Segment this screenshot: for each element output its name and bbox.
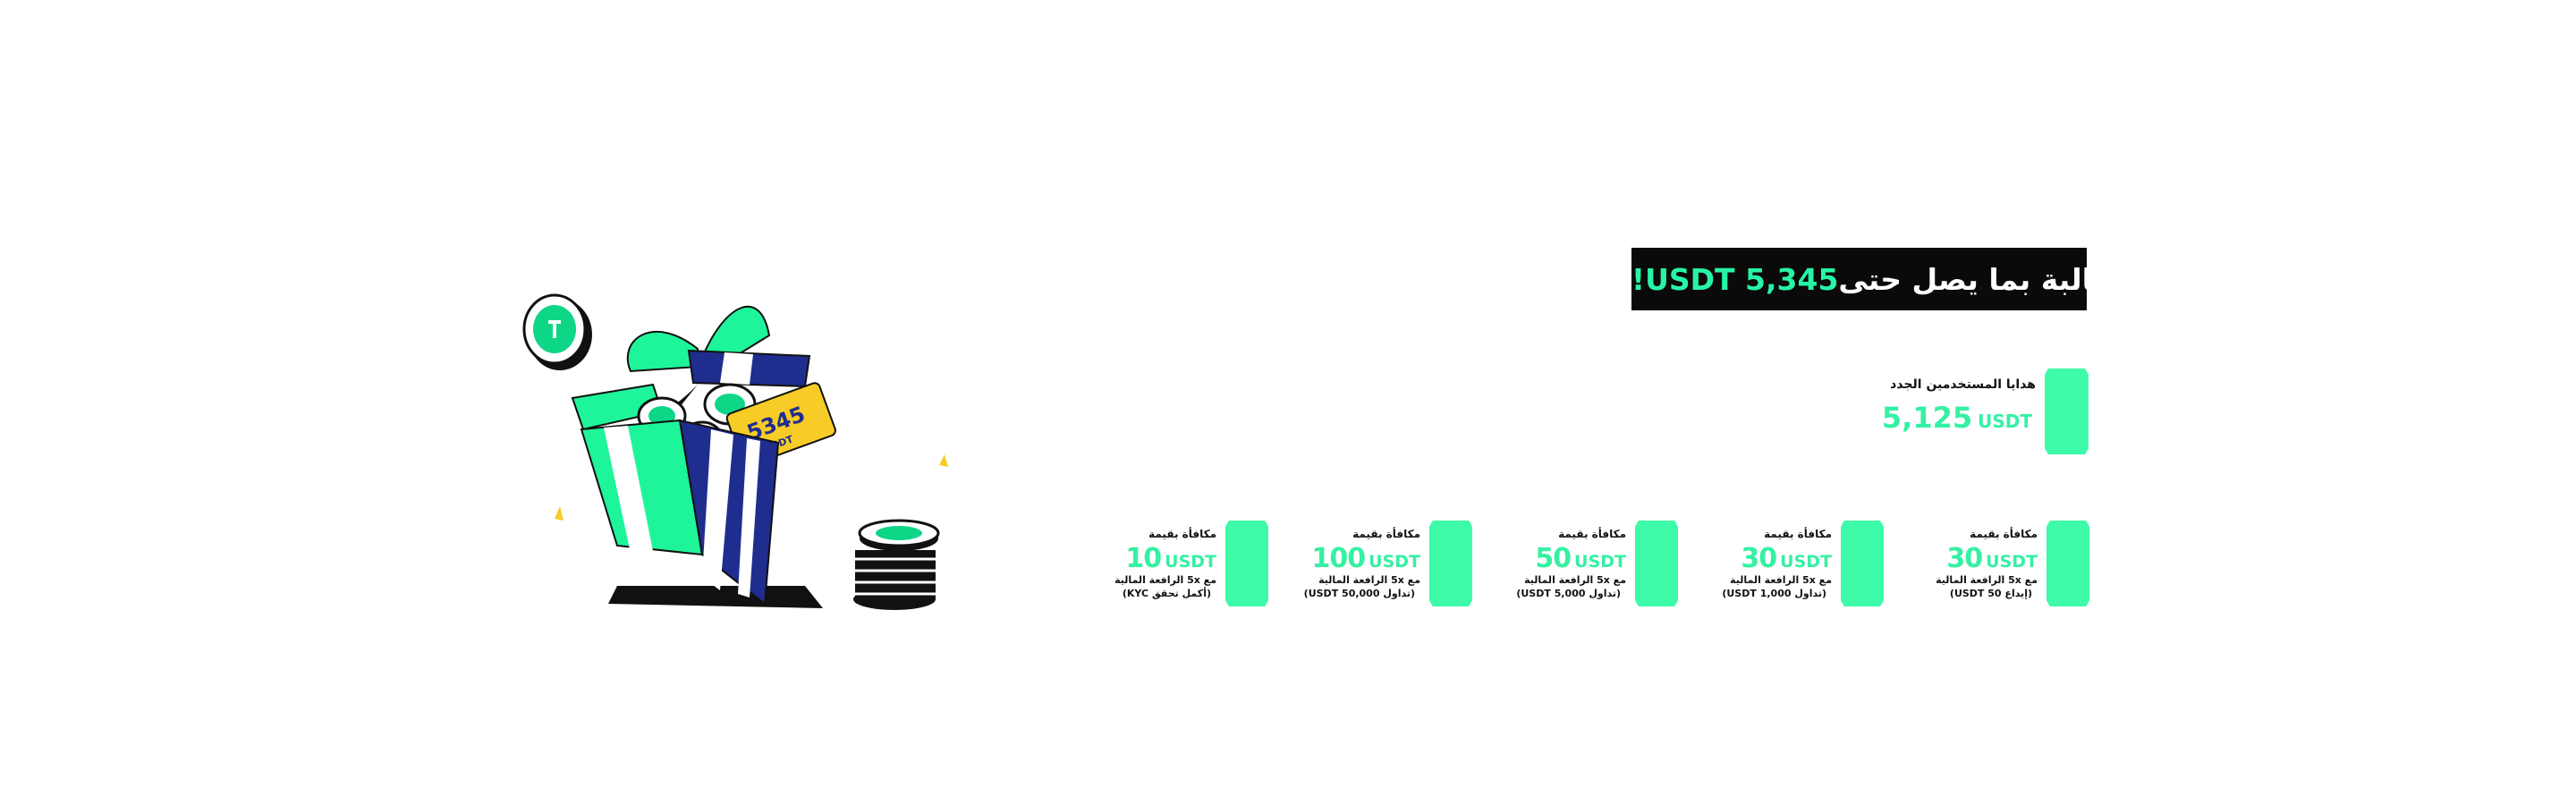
new-user-gift-value: 5,125 xyxy=(1881,401,1973,435)
banner-text: مطالبة بما يصل حتى xyxy=(1838,261,2140,297)
sparkle-icon xyxy=(555,506,564,521)
gift-box-illustration: 5345 USDT xyxy=(522,293,948,610)
reward-card-unit: USDT xyxy=(1574,552,1626,572)
reward-card-tab xyxy=(1635,521,1678,606)
reward-card-value: 50 xyxy=(1535,543,1572,574)
reward-card-title: مكافأة بقيمة xyxy=(1148,528,1216,540)
reward-card-condition: (تداول 1,000 USDT) xyxy=(1722,588,1826,599)
reward-card-title: مكافأة بقيمة xyxy=(1764,528,1832,540)
reward-card-leverage: مع 5x الرافعة المالية xyxy=(1524,574,1626,586)
reward-card-tab xyxy=(1225,521,1268,606)
reward-card-title: مكافأة بقيمة xyxy=(1558,528,1626,540)
reward-card-tab xyxy=(2046,521,2089,606)
reward-card-condition: (تداول 50,000 USDT) xyxy=(1303,588,1415,599)
reward-card-title: مكافأة بقيمة xyxy=(1352,528,1420,540)
reward-card-leverage: مع 5x الرافعة المالية xyxy=(1730,574,1832,586)
reward-card-leverage: مع 5x الرافعة المالية xyxy=(1318,574,1420,586)
new-user-gift-tab xyxy=(2045,369,2089,454)
reward-card-tab xyxy=(1841,521,1884,606)
gift-lid xyxy=(571,349,811,431)
reward-card-value: 30 xyxy=(1946,543,1983,574)
reward-card-value: 100 xyxy=(1311,543,1367,574)
sparkle-icon xyxy=(939,454,948,467)
new-user-gift-label: هدايا المستخدمين الجدد xyxy=(1890,377,2036,392)
reward-card-unit: USDT xyxy=(1986,552,2038,572)
promo-banner: مطالبة بما يصل حتى 5,345 USDT! xyxy=(1631,248,2140,310)
reward-card-unit: USDT xyxy=(1780,552,1832,572)
reward-card-tab xyxy=(1429,521,1472,606)
new-user-gift-unit: USDT xyxy=(1978,411,2032,432)
reward-card-unit: USDT xyxy=(1368,552,1420,572)
gift-box-body xyxy=(580,419,780,606)
reward-card-condition: (إيداع 50 USDT) xyxy=(1949,588,2032,599)
reward-card-value: 10 xyxy=(1125,543,1162,574)
gift-shadow xyxy=(608,586,823,608)
reward-card-title: مكافأة بقيمة xyxy=(1970,528,2038,540)
reward-card-unit: USDT xyxy=(1165,552,1216,572)
reward-card-leverage: مع 5x الرافعة المالية xyxy=(1936,574,2038,586)
reward-card-condition: (أكمل تحقق KYC) xyxy=(1122,588,1211,599)
coin-stack-icon xyxy=(853,519,940,610)
banner-highlight: 5,345 USDT! xyxy=(1631,261,1839,297)
reward-card-condition: (تداول 5,000 USDT) xyxy=(1516,588,1621,599)
reward-card-leverage: مع 5x الرافعة المالية xyxy=(1114,574,1216,586)
reward-card-value: 30 xyxy=(1741,543,1777,574)
floating-coin-icon xyxy=(522,293,592,370)
